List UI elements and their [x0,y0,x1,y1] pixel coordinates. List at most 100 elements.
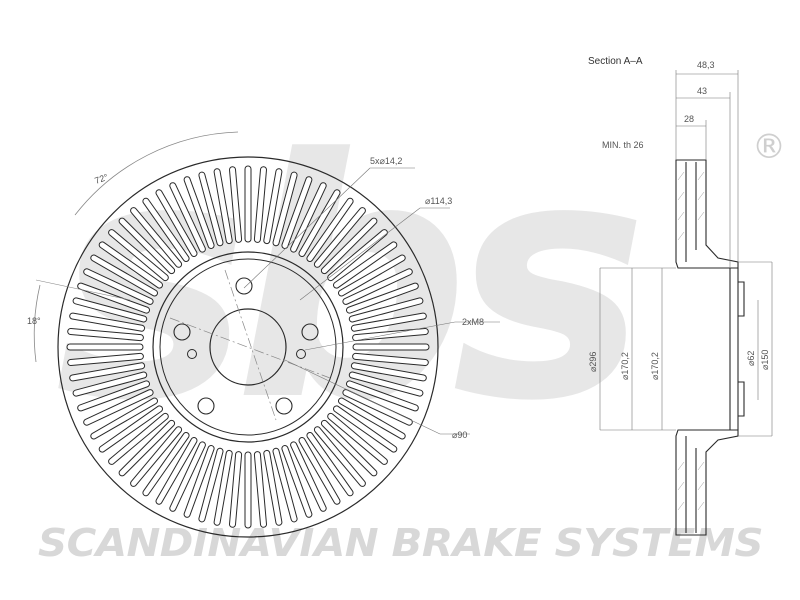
vane-slot-fill [291,442,326,511]
diameter-inner-1-label: ⌀170,2 [620,352,630,380]
section-hat-step [738,281,745,417]
vane-slot-fill [314,427,365,486]
thread-hole-right [296,349,306,359]
diameter-outer-label: ⌀296 [588,352,598,372]
vane-slot-fill [321,420,377,476]
vane-slot-fill [84,269,153,304]
vane-slot-fill [328,413,387,464]
vane-slot-fill [299,190,340,256]
vane-slot-fill [78,283,149,313]
rotor-outer-edge [57,156,439,538]
section-hat-face [729,268,739,430]
vane-slot-fill [282,177,312,248]
center-line [169,317,331,379]
vane-slot-fill [254,167,266,242]
vane-slot-fill [119,218,175,274]
section-title: Section A–A [588,56,643,67]
bolt-hole [197,397,215,415]
width-disc-label: 28 [684,114,694,124]
vane-slot-fill [343,269,412,304]
vane-slot-fill [339,255,405,296]
hub-bore [209,308,287,386]
front-view [33,131,500,538]
hat-outer-ring [159,258,337,436]
thread-hole-left [187,349,197,359]
angle-72-arc [74,131,239,216]
vane-slot-fill [353,329,428,341]
vane-slot-fill [109,230,168,281]
vane-slot-fill [131,208,182,267]
section-hatching [677,171,705,511]
min-thickness-label: MIN. th 26 [602,140,644,150]
vane-slot-fill [214,169,232,244]
leader-bolt-pattern [243,167,371,289]
vane-slot-fill [109,413,168,464]
vane-slot-fill [84,390,153,425]
pcd-label: ⌀114,3 [425,196,452,206]
vane-slot-fill [307,198,353,261]
center-line [224,269,277,421]
width-overall-label: 48,3 [697,60,715,70]
cooling-vanes [66,165,430,529]
vane-slot-fill [273,448,297,522]
vane-slot-fill [339,398,405,439]
vane-slot-fill [349,298,423,322]
vane-slot-fill [347,381,418,411]
vane-slot-fill [184,177,214,248]
vane-slot-fill [351,363,426,381]
angle-18-arc [33,284,41,363]
vane-slot-fill [347,283,418,313]
vane-slot-fill [230,452,242,527]
section-view [675,159,745,536]
vane-slot-fill [282,446,312,517]
diameter-hat-label: ⌀150 [760,350,770,370]
vane-slot-fill [156,190,197,256]
vane-slot-fill [70,363,145,381]
vane-slot-fill [334,406,397,452]
threads-label: 2xM8 [462,317,484,327]
vane-slot-fill [131,427,182,486]
vane-slot-fill [214,450,232,525]
vane-slot-fill [291,183,326,252]
vane-slot-fill [91,255,157,296]
vane-slot-fill [314,208,365,267]
hub-bore-label: ⌀90 [452,430,467,440]
vane-slot-fill [184,446,214,517]
vane-slot-fill [143,433,189,496]
bolt-hole [275,397,293,415]
vane-slot-fill [99,406,162,452]
diameter-inner-2-label: ⌀170,2 [650,352,660,380]
vane-slot-fill [351,313,426,331]
vane-slot-fill [349,372,423,396]
vane-slot-fill [143,198,189,261]
vane-slot-fill [264,169,282,244]
vane-slot-fill [254,452,266,527]
leader-pcd [299,207,421,301]
diameter-centre-label: ⌀62 [746,351,756,366]
angle-ref-line [35,279,131,301]
vane-slot-fill [91,398,157,439]
vane-slot-fill [328,230,387,281]
vane-slot-fill [353,353,428,365]
vane-slot-fill [299,438,340,504]
vane-slot-fill [199,172,223,246]
width-hat-label: 43 [697,86,707,96]
vane-slot-fill [343,390,412,425]
vane-slot-fill [156,438,197,504]
bolt-holes [173,277,319,415]
vane-slot-fill [334,242,397,288]
leader-hub-bore [284,359,441,435]
vane-slot-fill [199,448,223,522]
registered-mark-icon: ® [752,127,786,167]
vane-slot-fill [321,218,377,274]
vane-slot-fill [68,329,143,341]
leader-threads [304,321,456,351]
vane-slot-fill [170,442,205,511]
vane-slot-fill [70,313,145,331]
brand-name: SCANDINAVIAN BRAKE SYSTEMS [38,521,763,565]
angle-18-label: 18° [27,316,41,326]
vane-slot-fill [307,433,353,496]
vane-slot-fill [73,298,147,322]
